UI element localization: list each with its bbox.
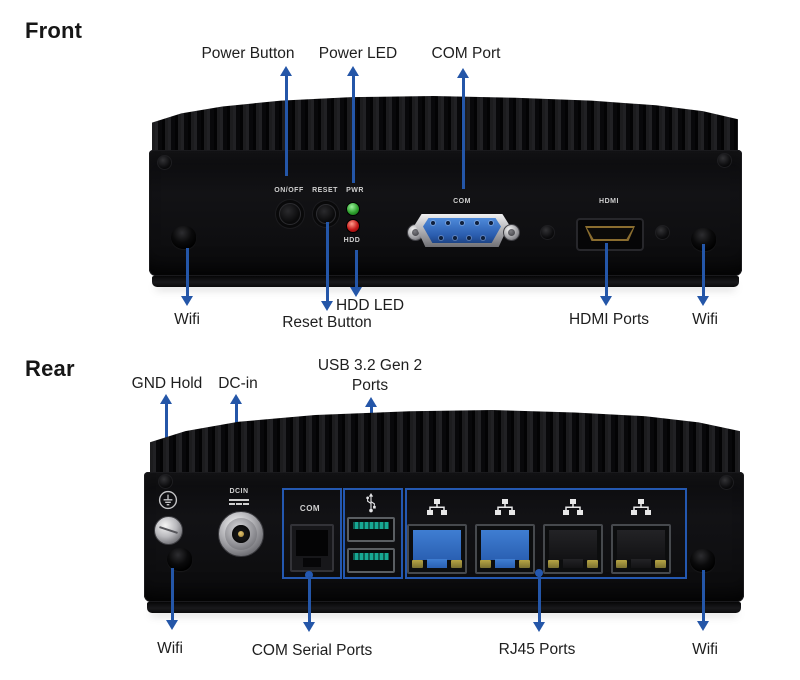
label-hdd-led: HDD LED bbox=[335, 297, 405, 314]
arrow-hdmi-ports bbox=[604, 243, 608, 297]
label-gnd-hold: GND Hold bbox=[131, 375, 203, 392]
com-panel-label: COM bbox=[453, 198, 471, 205]
hdmi-panel-label: HDMI bbox=[599, 198, 619, 205]
label-rj45-ports: RJ45 Ports bbox=[498, 641, 576, 658]
arrow-power-led bbox=[351, 75, 355, 183]
jack-screw-icon bbox=[503, 224, 520, 241]
dc-in-jack bbox=[218, 511, 264, 557]
arrow-com-port bbox=[461, 77, 465, 189]
usb-ports-outline-box bbox=[343, 488, 403, 579]
label-wifi-left-rear: Wifi bbox=[157, 640, 183, 657]
rj45-port bbox=[543, 524, 603, 574]
ground-icon bbox=[158, 490, 178, 510]
wifi-antenna-hole-left bbox=[171, 226, 196, 249]
arrow-power-button bbox=[284, 75, 288, 176]
screw-icon bbox=[717, 153, 732, 168]
heatsink-fins-front bbox=[152, 96, 738, 154]
com-serial-rj45-port bbox=[290, 524, 334, 572]
rear-section-heading: Rear bbox=[25, 356, 75, 381]
front-section-heading: Front bbox=[25, 18, 83, 43]
power-button bbox=[279, 203, 301, 225]
label-wifi-right-front: Wifi bbox=[692, 311, 718, 328]
screw-icon bbox=[158, 474, 173, 489]
usb-port bbox=[347, 548, 395, 573]
com-serial-db9-port bbox=[415, 214, 509, 247]
arrow-hdd-led bbox=[354, 250, 358, 288]
label-com-serial-ports: COM Serial Ports bbox=[251, 642, 373, 659]
rj45-port bbox=[611, 524, 671, 574]
hdd-led bbox=[346, 219, 360, 233]
hdmi-port bbox=[576, 218, 644, 251]
screw-icon bbox=[157, 155, 172, 170]
label-wifi-left-front: Wifi bbox=[174, 311, 200, 328]
usb-port bbox=[347, 517, 395, 542]
arrow-wifi-right-rear bbox=[701, 570, 705, 622]
usb-icon bbox=[366, 493, 377, 518]
label-usb-line2: Ports bbox=[351, 377, 389, 394]
rj45-port bbox=[475, 524, 535, 574]
gnd-hold-stud bbox=[154, 516, 183, 545]
power-led bbox=[346, 202, 360, 216]
wifi-antenna-hole-right bbox=[691, 228, 716, 251]
arrow-wifi-left-rear bbox=[170, 568, 174, 621]
dc-symbol-icon bbox=[229, 499, 249, 505]
screw-icon bbox=[719, 475, 734, 490]
dcin-panel-label: DCIN bbox=[229, 488, 249, 495]
label-dc-in: DC-in bbox=[218, 375, 258, 392]
ethernet-icon bbox=[494, 498, 516, 521]
label-power-button: Power Button bbox=[201, 45, 295, 62]
reset-button bbox=[316, 204, 336, 224]
com-panel-label-rear: COM bbox=[299, 504, 321, 513]
ethernet-icon bbox=[426, 498, 448, 521]
arrow-reset-button bbox=[325, 222, 329, 302]
arrow-wifi-right-front bbox=[701, 244, 705, 297]
com-port-outline-box bbox=[282, 488, 342, 579]
front-panel-bottom-edge bbox=[152, 276, 739, 287]
ethernet-icon bbox=[562, 498, 584, 521]
pwr-panel-label: PWR bbox=[346, 187, 364, 194]
wifi-antenna-hole-right bbox=[690, 549, 715, 572]
heatsink-fins-rear bbox=[150, 410, 740, 472]
connector-node bbox=[535, 569, 543, 577]
rear-panel: DCIN COM bbox=[144, 472, 744, 602]
label-reset-button: Reset Button bbox=[282, 314, 372, 331]
on-off-panel-label: ON/OFF bbox=[274, 187, 304, 194]
label-usb-line1: USB 3.2 Gen 2 bbox=[317, 357, 423, 374]
rj45-port bbox=[407, 524, 467, 574]
rear-panel-bottom-edge bbox=[147, 602, 741, 613]
ethernet-icon bbox=[630, 498, 652, 521]
arrow-wifi-left-front bbox=[185, 248, 189, 297]
arrow-com-serial-ports bbox=[307, 576, 311, 623]
rj45-ports-outline-box bbox=[405, 488, 687, 579]
label-hdmi-ports: HDMI Ports bbox=[568, 311, 650, 328]
screw-icon bbox=[540, 225, 555, 240]
label-wifi-right-rear: Wifi bbox=[692, 641, 718, 658]
hdd-panel-label: HDD bbox=[343, 237, 361, 244]
front-panel: ON/OFF RESET PWR HDD COM HDMI bbox=[149, 150, 742, 276]
arrow-rj45-ports bbox=[537, 574, 541, 623]
reset-panel-label: RESET bbox=[312, 187, 338, 194]
screw-icon bbox=[655, 225, 670, 240]
label-com-port: COM Port bbox=[431, 45, 501, 62]
label-power-led: Power LED bbox=[318, 45, 398, 62]
wifi-antenna-hole-left bbox=[167, 548, 192, 571]
connector-node bbox=[305, 571, 313, 579]
